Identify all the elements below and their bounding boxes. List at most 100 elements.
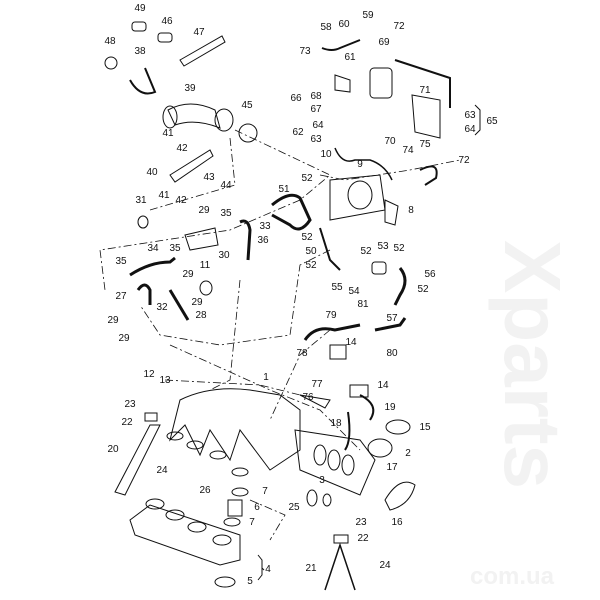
flange-66 xyxy=(334,74,351,93)
part-label: 29 xyxy=(107,315,119,326)
hose-50 xyxy=(319,227,341,271)
part-label: 10 xyxy=(320,149,332,160)
watermark: Xparts xyxy=(488,240,577,489)
part-label: 25 xyxy=(288,502,300,513)
solenoid-14b xyxy=(349,384,369,398)
brace-4 xyxy=(257,554,265,581)
watermark-sub: com.ua xyxy=(470,563,555,590)
part-label: 66 xyxy=(290,93,302,104)
part-label: 72 xyxy=(393,21,405,32)
strip-47 xyxy=(179,35,226,67)
part-label: 21 xyxy=(305,563,317,574)
part-label: 63 xyxy=(464,110,476,121)
part-label: 20 xyxy=(107,444,119,455)
part-label: 19 xyxy=(384,402,396,413)
part-label: 73 xyxy=(299,46,311,57)
part-label: 71 xyxy=(419,85,431,96)
pipe-65 xyxy=(394,59,451,108)
intake-pipe-39 xyxy=(167,103,221,129)
part-31 xyxy=(137,215,149,229)
part-label: 76 xyxy=(302,392,314,403)
cover-16 xyxy=(384,481,416,511)
filter-6 xyxy=(227,499,243,517)
hose-56 xyxy=(393,267,407,306)
part-label: 52 xyxy=(305,260,317,271)
hose-34 xyxy=(129,256,176,277)
part-label: 24 xyxy=(379,560,391,571)
pipe-32 xyxy=(168,289,190,321)
part-label: 22 xyxy=(357,533,369,544)
part-label: 23 xyxy=(124,399,136,410)
part-label: 9 xyxy=(357,159,363,170)
gasket-5 xyxy=(214,576,236,588)
part-label: 18 xyxy=(330,418,342,429)
part-label: 29 xyxy=(191,297,203,308)
part-label: 54 xyxy=(348,286,360,297)
part-label: 26 xyxy=(199,485,211,496)
part-label: 68 xyxy=(310,91,322,102)
part-label: 6 xyxy=(254,502,260,513)
o-ring-3b xyxy=(322,493,332,507)
part-label: 27 xyxy=(115,291,127,302)
valve-11 xyxy=(199,280,213,296)
part-label: 14 xyxy=(345,337,357,348)
o-ring-3a xyxy=(306,489,318,507)
clamp-38 xyxy=(129,67,157,95)
bracket-20 xyxy=(114,424,161,496)
part-label: 81 xyxy=(357,299,369,310)
part-label: 80 xyxy=(386,348,398,359)
clip-49 xyxy=(131,21,147,32)
hose-18 xyxy=(344,411,351,451)
part-label: 52 xyxy=(417,284,429,295)
part-label: 52 xyxy=(301,232,313,243)
flange-4 xyxy=(129,504,241,566)
part-label: 35 xyxy=(220,208,232,219)
part-label: 42 xyxy=(175,195,187,206)
part-label: 15 xyxy=(419,422,431,433)
part-label: 51 xyxy=(278,184,290,195)
brace-65 xyxy=(474,104,481,136)
clip-46 xyxy=(157,32,173,43)
part-label: 1 xyxy=(263,372,269,383)
part-label: 52 xyxy=(301,173,313,184)
part-label: 70 xyxy=(384,136,396,147)
part-label: 69 xyxy=(378,37,390,48)
part-label: 59 xyxy=(362,10,374,21)
part-label: 17 xyxy=(386,462,398,473)
egr-valve-69 xyxy=(369,67,393,99)
part-label: 78 xyxy=(296,348,308,359)
resonator-2 xyxy=(294,429,393,496)
part-label: 16 xyxy=(391,517,403,528)
part-label: 50 xyxy=(305,246,317,257)
part-label: 22 xyxy=(121,417,133,428)
part-label: 8 xyxy=(408,205,414,216)
part-label: 55 xyxy=(331,282,343,293)
part-label: 2 xyxy=(405,448,411,459)
part-label: 74 xyxy=(402,145,414,156)
part-label: 64 xyxy=(312,120,324,131)
cap-15 xyxy=(385,419,411,435)
part-label: 62 xyxy=(292,127,304,138)
part-label: 11 xyxy=(199,260,211,271)
part-label: 30 xyxy=(218,250,230,261)
mount-22b xyxy=(333,534,349,544)
pipe-58 xyxy=(321,39,361,51)
part-label: 45 xyxy=(241,100,253,111)
clip-48 xyxy=(104,56,118,70)
stand-21 xyxy=(324,542,356,591)
part-label: 52 xyxy=(360,246,372,257)
part-label: 12 xyxy=(143,369,155,380)
part-label: 57 xyxy=(386,313,398,324)
part-label: 42 xyxy=(176,143,188,154)
part-label: 14 xyxy=(377,380,389,391)
part-label: 53 xyxy=(377,241,389,252)
part-label: 23 xyxy=(355,517,367,528)
part-label: 36 xyxy=(257,235,269,246)
part-label: 58 xyxy=(320,22,332,33)
part-label: 33 xyxy=(259,221,271,232)
gasket-8 xyxy=(384,199,399,226)
part-label: 29 xyxy=(198,205,210,216)
part-label: 77 xyxy=(311,379,323,390)
